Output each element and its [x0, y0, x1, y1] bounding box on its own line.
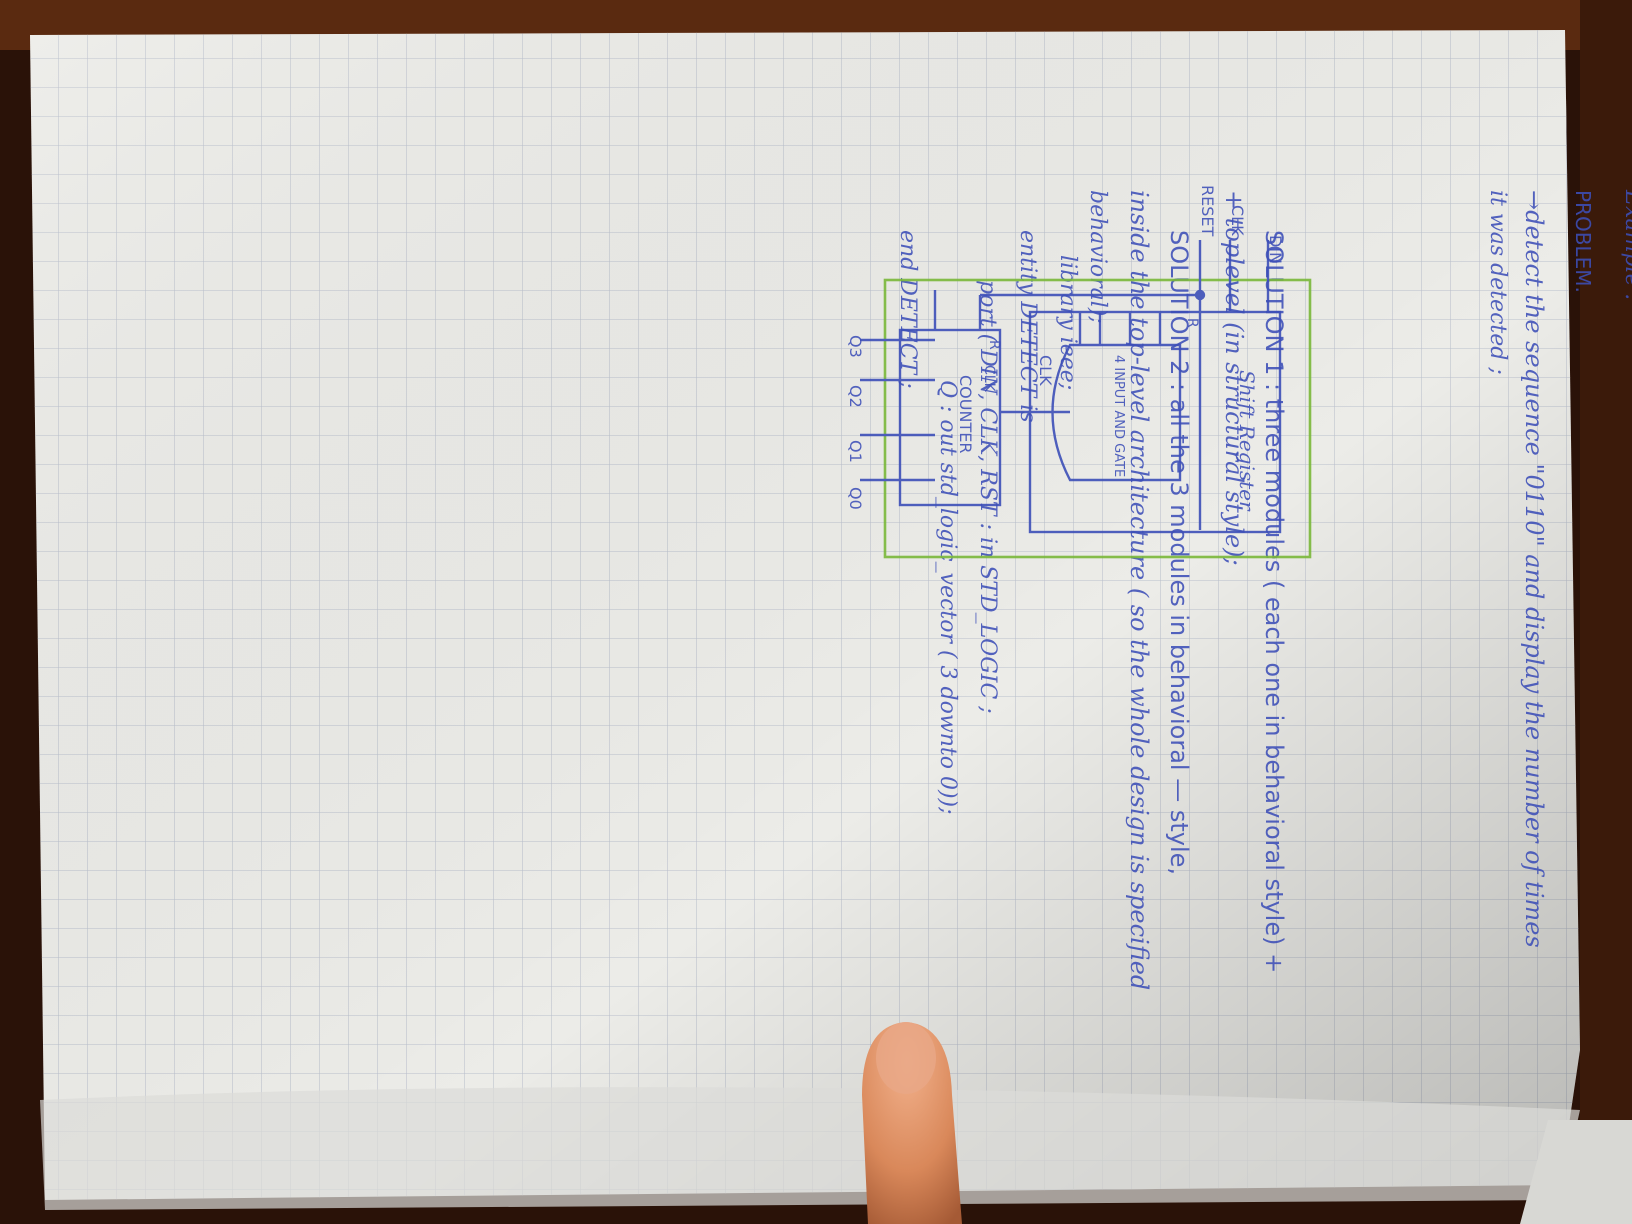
- notebook-page: [30, 30, 1632, 1224]
- fingernail: [876, 1022, 936, 1094]
- page-curl-right: [1520, 1120, 1632, 1224]
- note-solution-1: SOLUTION 1 : three modules ( each one in…: [1260, 230, 1288, 973]
- and-gate-shape: [1051, 343, 1182, 482]
- label-counter: COUNTER: [956, 375, 975, 453]
- label-q2: Q2: [846, 385, 865, 408]
- label-reset: RESET: [1198, 185, 1217, 236]
- label-clk: CLK: [1228, 205, 1247, 236]
- green-frame: [883, 278, 1312, 559]
- note-solution-2: SOLUTION 2 : all the 3 modules in behavi…: [1165, 230, 1193, 875]
- label-q1: Q1: [846, 440, 865, 463]
- counter-box: [898, 328, 1002, 507]
- label-shift-register: Shift Register: [1235, 370, 1259, 512]
- label-counter-clk: CLK: [981, 365, 997, 393]
- code-end: end DETECT ;: [895, 230, 920, 389]
- handwritten-notes: Example : PROBLEM. →detect the sequence …: [895, 189, 1632, 990]
- carpet-right-strip: [1580, 0, 1632, 1224]
- finger: [862, 1022, 962, 1224]
- code-port: port ( DIN, CLK, RST : in STD_LOGIC ;: [975, 280, 1000, 714]
- note-solution-2-cont: inside the top-level architecture ( so t…: [1125, 190, 1153, 990]
- note-problem-cont: it was detected ;: [1485, 190, 1510, 375]
- note-problem-statement: →detect the sequence "0110" and display …: [1520, 190, 1548, 948]
- note-solution-1-cont: + toplevel (in structural style);: [1220, 190, 1248, 566]
- code-entity: entity DETECT is: [1015, 230, 1040, 423]
- label-clk2: CLK: [1036, 355, 1055, 386]
- label-q3: Q3: [846, 335, 865, 358]
- note-solution-2-end: behavioral);: [1085, 190, 1110, 324]
- label-din: DIN: [1266, 235, 1285, 264]
- label-and-gate: 4 INPUT AND GATE: [1111, 355, 1126, 477]
- code-q: Q : out std_logic_vector ( 3 downto 0));: [935, 380, 960, 815]
- label-r2: R: [986, 340, 1002, 350]
- diagram-labels: DIN CLK RESET Shift Register R 4 INPUT A…: [846, 185, 1285, 512]
- note-problem: PROBLEM.: [1571, 190, 1595, 293]
- note-example: Example :: [1620, 189, 1632, 301]
- circuit-diagram: [860, 240, 1312, 559]
- shift-register-box: [1028, 310, 1282, 534]
- label-r1: R: [1184, 318, 1200, 328]
- label-q0: Q0: [846, 487, 865, 510]
